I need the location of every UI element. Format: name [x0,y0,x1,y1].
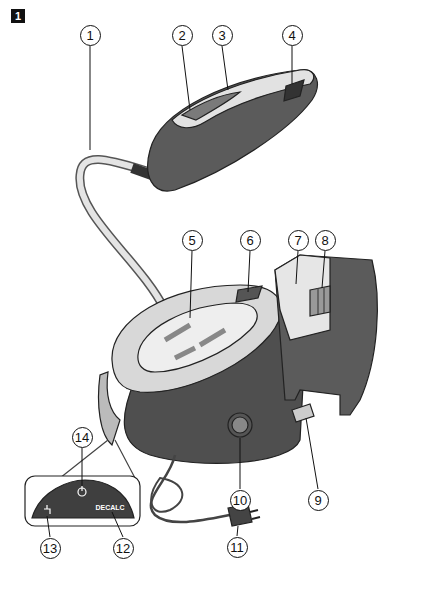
leader-line [296,251,298,284]
callout-number: 14 [72,427,93,448]
control-panel [32,480,134,518]
callout-number: 3 [212,25,233,46]
platform-rest [138,303,257,372]
leader-line [190,251,192,318]
leader-line [306,418,318,489]
iron-body [148,70,318,191]
scale-filter [310,286,330,316]
filter-grip [318,287,324,314]
power-icon-bar [81,486,82,491]
leader-line [90,46,91,150]
panel-label: DECALC [94,503,125,512]
callout-number: 2 [172,25,193,46]
callout-number: 6 [240,230,261,251]
leader-line [322,251,325,288]
leader-line [82,448,83,486]
mains-cord [151,455,230,522]
leader-lines [47,46,325,537]
leader-line [47,516,50,537]
callout-number: 4 [282,25,303,46]
iron-platform [112,285,281,392]
outlines [25,46,377,537]
callout-number: 5 [182,230,203,251]
callout-number: 12 [113,538,134,559]
callout-number: 8 [315,230,336,251]
leader-line [112,512,123,537]
iron-light [284,80,304,101]
control-strip [99,372,121,445]
leader-line [240,438,241,489]
callout-number: 10 [230,490,251,511]
side-cover [275,255,377,415]
callout-number: 7 [288,230,309,251]
leader-line [248,251,250,292]
tap-icon [44,505,50,514]
leader-line [182,46,190,110]
steam-dial [228,413,252,437]
steam-trigger [182,92,240,120]
cord-loop [151,478,182,512]
cover-inner [275,255,330,340]
leader-line [292,46,293,84]
callout-number: 1 [80,25,101,46]
callout-number: 9 [308,490,329,511]
inset-pointer [60,440,135,478]
callout-number: 11 [227,537,248,558]
leader-line [222,46,228,90]
platform-ridges [165,325,225,358]
callout-number: 13 [40,538,61,559]
plug-pins [250,510,260,519]
cord-storage [292,404,314,422]
figure-number: 1 [11,9,25,23]
leader-line [237,526,238,536]
lock-button [236,286,262,302]
steam-dial-cap [232,417,248,433]
